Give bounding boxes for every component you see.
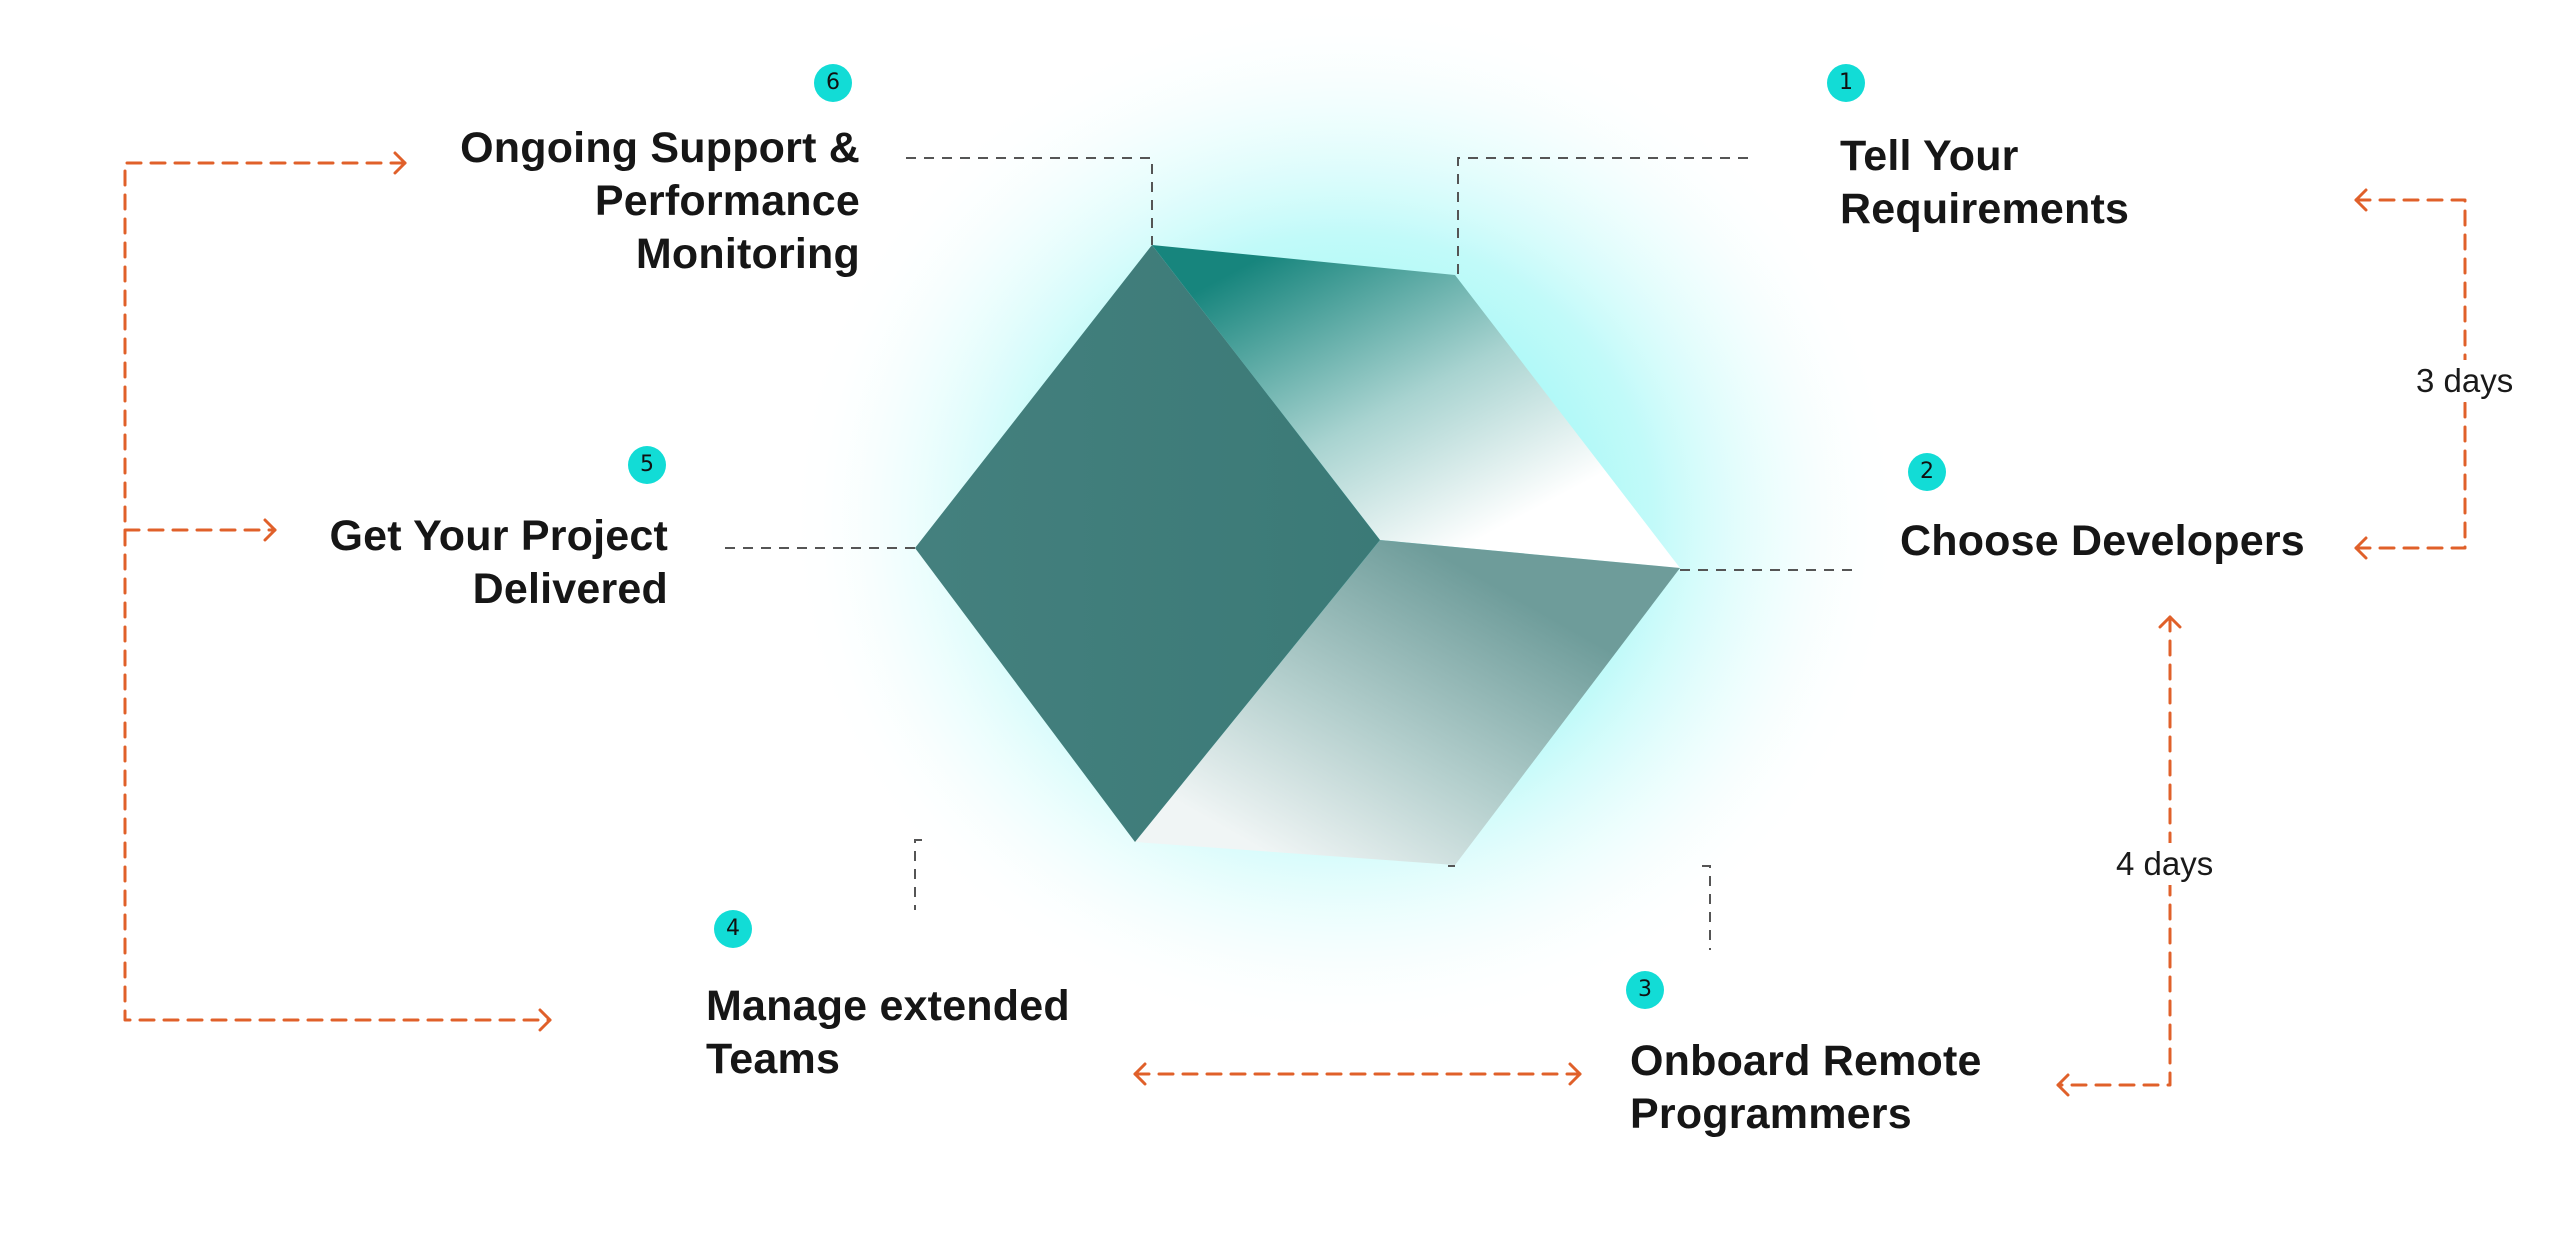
leader-line-step-1: [1457, 157, 1748, 275]
cube-top-face: [1152, 245, 1680, 568]
step-2-label-line-1: Choose Developers: [1900, 517, 2305, 565]
step-3-label-line-2: Programmers: [1630, 1090, 1912, 1138]
step-5-label: Get Your Project Delivered: [329, 510, 668, 616]
step-6-label-line-1: Ongoing Support &: [460, 124, 860, 172]
step-4-label-line-1: Manage extended: [706, 982, 1070, 1030]
step-3-badge: 3: [1626, 971, 1664, 1009]
step-5-label-line-1: Get Your Project: [329, 512, 668, 560]
step-1-label: Tell Your Requirements: [1840, 130, 2129, 236]
step-6-label-line-2: Performance: [594, 177, 860, 225]
leader-line-step-4: [914, 839, 922, 910]
step-5-badge: 5: [628, 446, 666, 484]
step-2-badge: 2: [1908, 453, 1946, 491]
arrowhead-into-step-1: [2354, 188, 2368, 212]
step-6-label-line-3: Monitoring: [635, 230, 860, 278]
step-6-label: Ongoing Support & Performance Monitoring: [460, 122, 860, 281]
arrow-developers-to-onboard: [2056, 615, 2172, 1087]
step-4-badge: 4: [714, 910, 752, 948]
step-4-label-line-2: Teams: [706, 1035, 841, 1083]
step-3-label-line-1: Onboard Remote: [1630, 1037, 1982, 1085]
arrowhead-into-step-5: [263, 518, 277, 542]
leader-line-step-3: [1702, 865, 1711, 950]
cube-illustration: [915, 245, 1680, 865]
arrowheads: [263, 151, 2368, 1097]
arrowhead-left-to-step-4: [1133, 1062, 1147, 1086]
arrow-requirements-to-developers: [2354, 198, 2467, 550]
duration-4-days: 4 days: [2110, 843, 2220, 885]
step-1-label-line-2: Requirements: [1840, 185, 2130, 233]
cube-left-face: [915, 245, 1380, 842]
leader-lines: [725, 157, 1860, 950]
step-1-badge: 1: [1827, 64, 1865, 102]
leader-line-step-6: [906, 157, 1153, 245]
flow-arrows: [123, 161, 2467, 1087]
step-2-label: Choose Developers: [1900, 515, 2305, 568]
arrowhead-into-step-2: [2354, 536, 2368, 560]
duration-3-days: 3 days: [2410, 360, 2520, 402]
step-6-badge: 6: [814, 64, 852, 102]
arrowhead-right-to-step-3: [1568, 1062, 1582, 1086]
cube-bottom-face: [1135, 540, 1680, 865]
arrowhead-into-step-4: [538, 1008, 552, 1032]
arrowhead-up-to-step-2: [2158, 615, 2182, 629]
step-1-label-line-1: Tell Your: [1840, 132, 2019, 180]
arrowhead-into-step-6: [393, 151, 407, 175]
step-5-label-line-2: Delivered: [472, 565, 668, 613]
step-4-label: Manage extended Teams: [706, 980, 1070, 1086]
arrow-left-bracket: [123, 161, 552, 1022]
step-3-label: Onboard Remote Programmers: [1630, 1035, 1982, 1141]
arrowhead-into-step-3: [2056, 1073, 2070, 1097]
